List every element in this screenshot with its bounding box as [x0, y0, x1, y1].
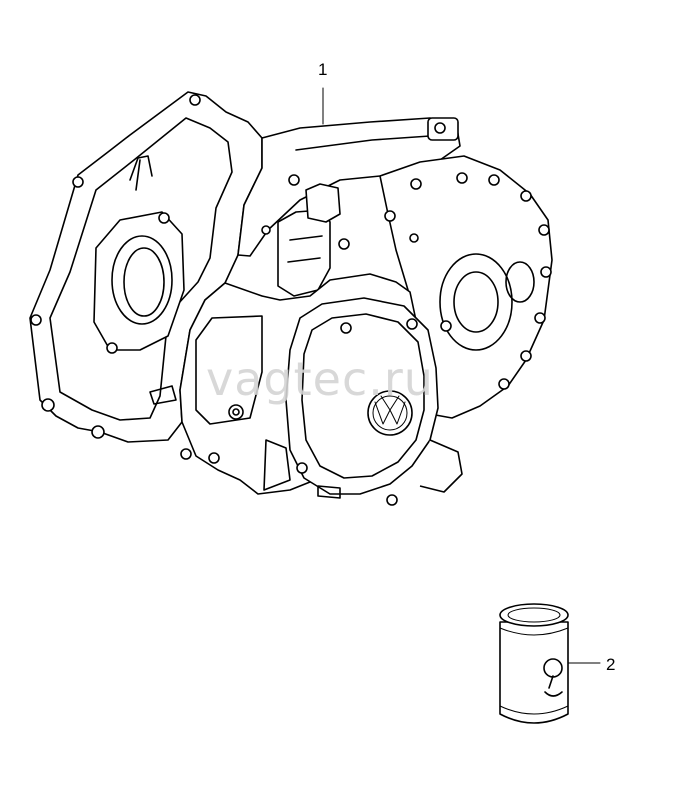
callout-2: 2: [606, 655, 616, 674]
gearbox-illustration: [29, 91, 553, 506]
vw-logo: [367, 390, 413, 436]
callout-1: 1: [318, 60, 328, 79]
watermark: vagtec.ru: [206, 352, 434, 406]
oil-can-illustration: [499, 603, 569, 724]
